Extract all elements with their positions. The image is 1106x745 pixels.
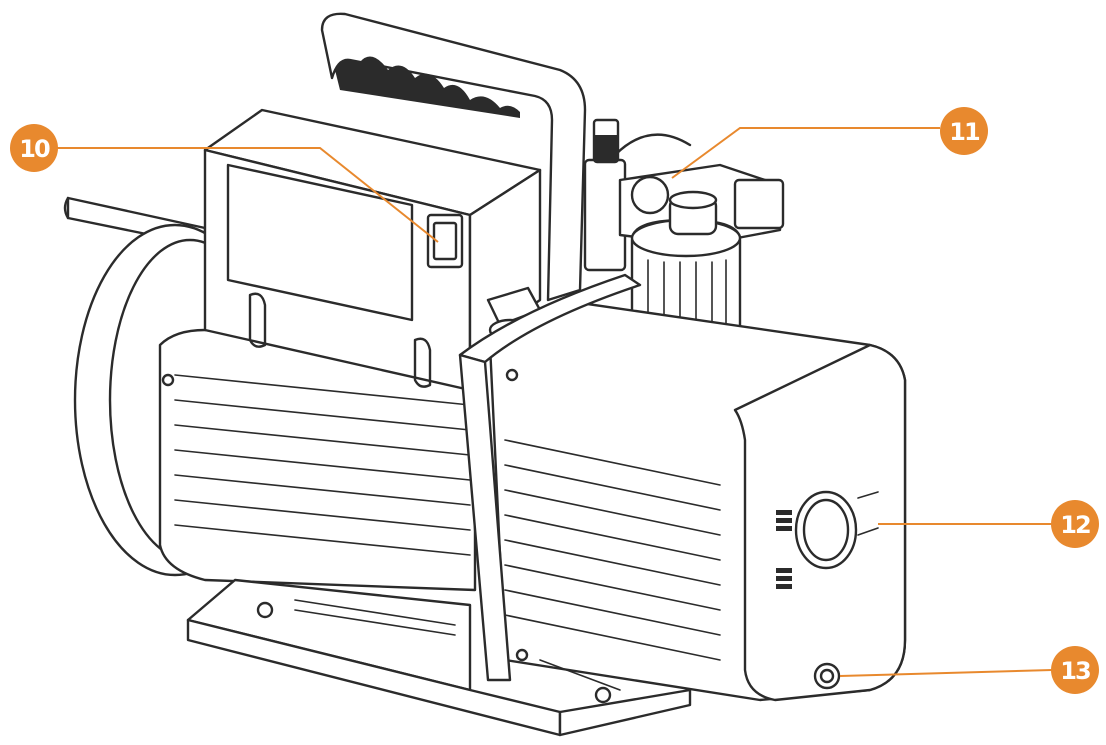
leader-13 (839, 669, 1053, 677)
callout-10-label: 10 (19, 135, 50, 163)
callout-11-badge: 11 (940, 107, 988, 155)
leader-11 (671, 127, 940, 179)
carry-handle (320, 12, 587, 302)
callout-13-badge: 13 (1051, 646, 1099, 694)
leader-10 (57, 147, 439, 243)
clamp-band (458, 273, 642, 682)
callout-12-label: 12 (1060, 511, 1090, 539)
leader-lines (57, 127, 1053, 677)
callout-12-badge: 12 (1051, 500, 1099, 548)
motor-housing (158, 328, 477, 592)
callout-13-label: 13 (1060, 657, 1090, 685)
callout-11-label: 11 (949, 118, 980, 146)
callout-10-badge: 10 (10, 124, 58, 172)
pump-body (488, 298, 907, 702)
drain-plug (813, 662, 841, 690)
base-plate (186, 578, 692, 737)
oil-sight-glass (776, 490, 879, 589)
